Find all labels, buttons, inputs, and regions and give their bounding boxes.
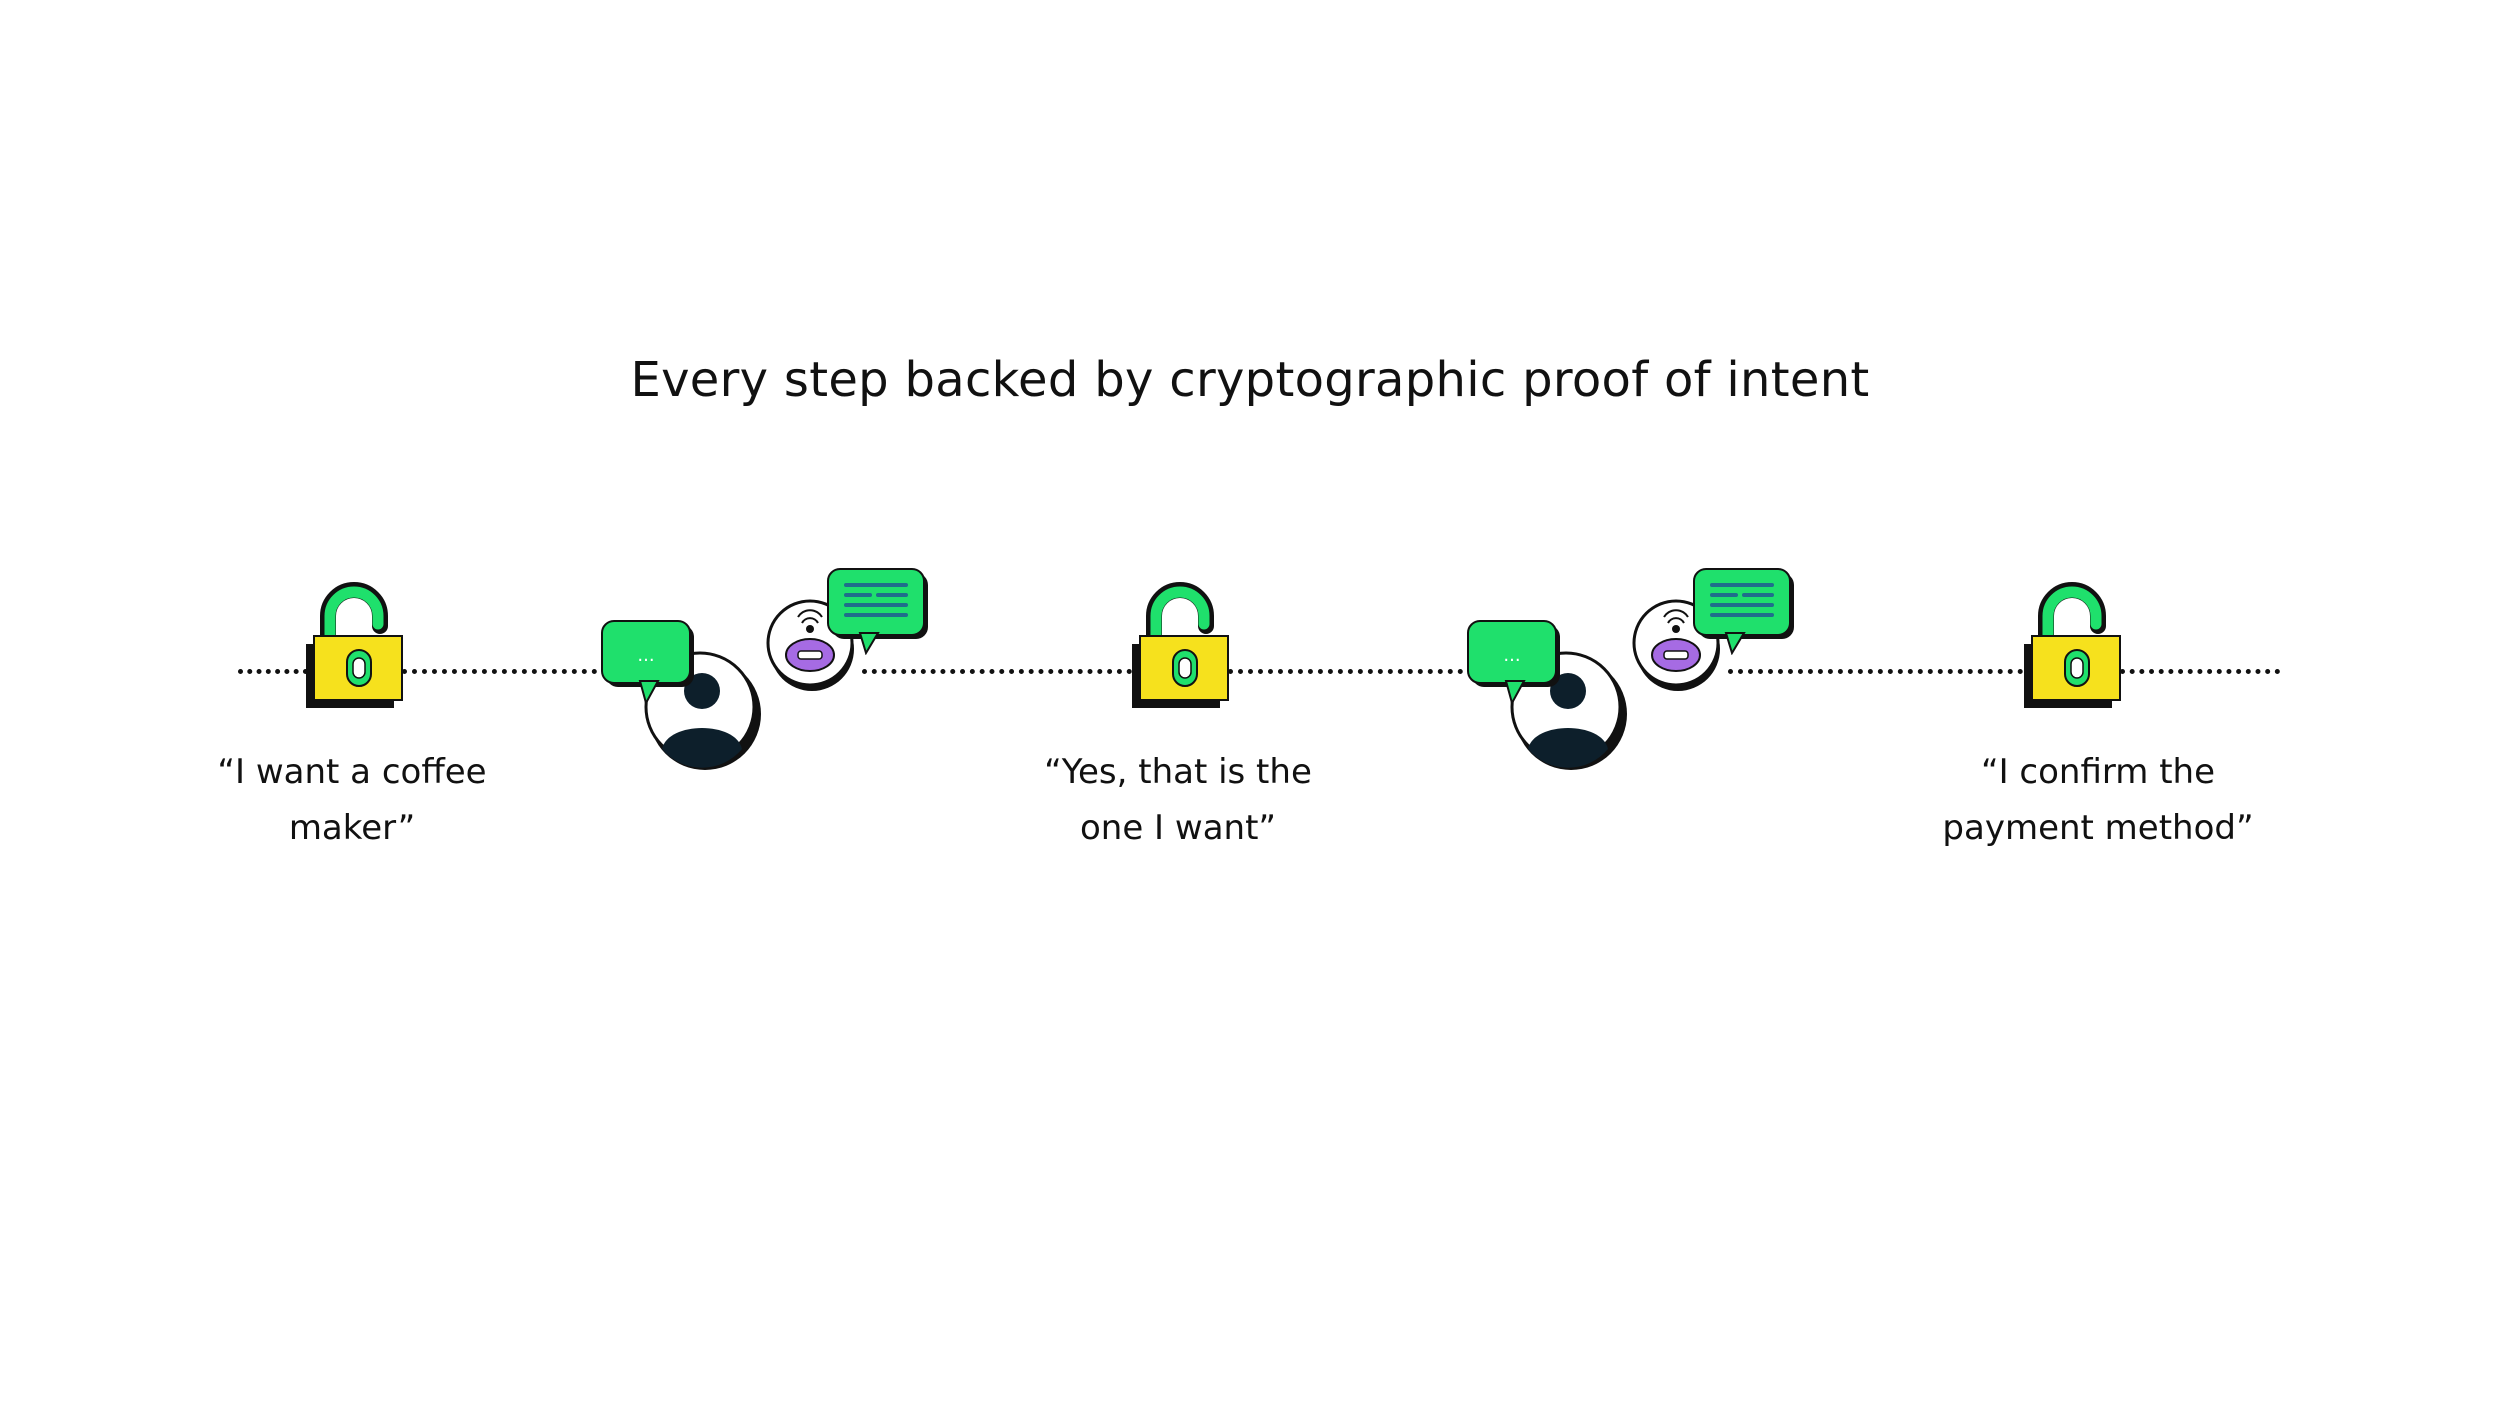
bubble-ellipsis: ...: [1503, 645, 1520, 666]
message-bubble-icon: [1693, 568, 1794, 655]
timeline-segment: [862, 669, 1132, 674]
step-caption: “I confirm the payment method”: [1888, 744, 2308, 856]
message-bubble-icon: [827, 568, 928, 655]
speech-bubble-icon: ...: [1467, 620, 1560, 706]
timeline-segment: [2120, 669, 2280, 674]
caption-line: one I want”: [1079, 808, 1277, 848]
padlock-icon: [2024, 582, 2121, 708]
speech-bubble-icon: ...: [601, 620, 694, 706]
caption-line: “I want a coffee: [217, 752, 487, 792]
caption-line: payment method”: [1942, 808, 2254, 848]
user-agent-exchange: ...: [1466, 565, 1796, 780]
timeline-segment: [1228, 669, 1473, 674]
timeline-segment: [238, 669, 308, 674]
caption-line: “I confirm the: [1980, 752, 2215, 792]
caption-line: “Yes, that is the: [1044, 752, 1312, 792]
timeline-segment: [1728, 669, 2023, 674]
padlock-icon: [306, 582, 403, 708]
step-caption: “I want a coffee maker”: [142, 744, 562, 856]
step-caption: “Yes, that is the one I want”: [968, 744, 1388, 856]
user-agent-exchange: ...: [600, 565, 930, 780]
bubble-ellipsis: ...: [637, 645, 654, 666]
padlock-icon: [1132, 582, 1229, 708]
caption-line: maker”: [288, 808, 416, 848]
diagram-title: Every step backed by cryptographic proof…: [630, 352, 1870, 408]
timeline-segment: [402, 669, 607, 674]
